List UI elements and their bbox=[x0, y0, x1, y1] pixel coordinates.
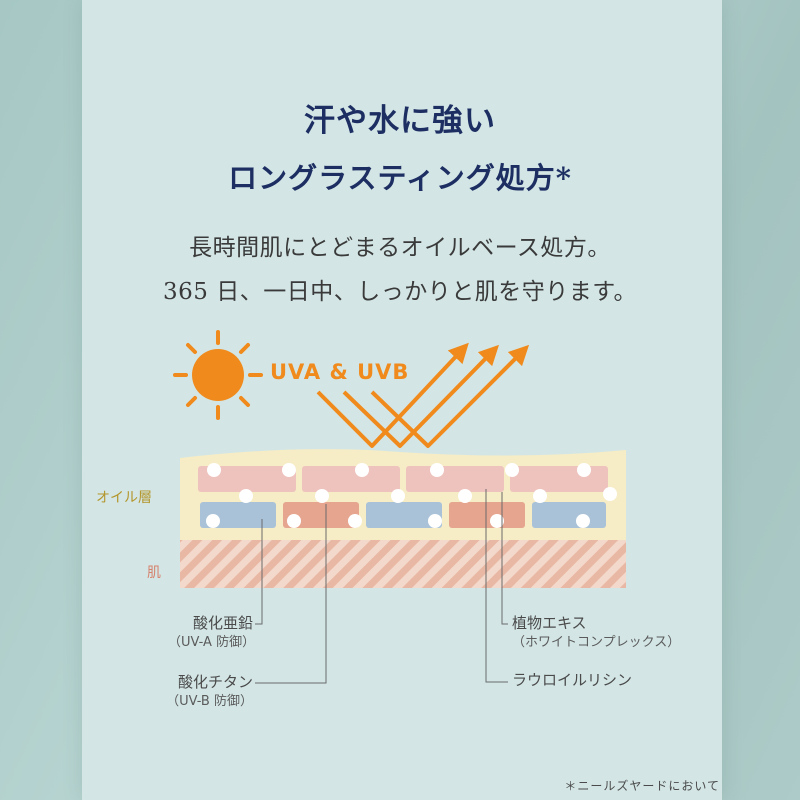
callout-zinc-oxide-name: 酸化亜鉛 bbox=[192, 614, 253, 632]
callout-lauroyl-lysine-name: ラウロイルリシン bbox=[512, 671, 633, 689]
callout-lauroyl-lysine: ラウロイルリシン bbox=[512, 670, 632, 690]
skin-layer bbox=[180, 540, 626, 588]
skin-layer-label: 肌 bbox=[147, 565, 161, 581]
callout-plant-extract-name: 植物エキス bbox=[512, 614, 587, 632]
lauroyl-lysine-dots bbox=[206, 463, 617, 528]
uv-label: UVA & UVB bbox=[270, 360, 410, 384]
callout-titanium-oxide-name: 酸化チタン bbox=[177, 673, 253, 691]
sun-icon bbox=[173, 330, 263, 420]
callout-plant-extract-note: （ホワイトコンプレックス） bbox=[512, 635, 681, 650]
oil-layer-label: オイル層 bbox=[96, 490, 152, 506]
callout-zinc-oxide-note: （UV-A 防御） bbox=[168, 635, 256, 650]
callout-zinc-oxide: 酸化亜鉛 （UV-A 防御） bbox=[168, 613, 256, 653]
oil-bottom-row bbox=[200, 502, 606, 528]
callout-lines bbox=[255, 489, 508, 684]
footnote: ＊ニールズヤードにおいて bbox=[564, 779, 720, 793]
callout-titanium-oxide-note: （UV-B 防御） bbox=[166, 694, 253, 709]
heading-line-1: 汗や水に強い bbox=[304, 103, 496, 139]
uv-arrow-icon bbox=[316, 342, 530, 448]
callout-plant-extract: 植物エキス （ホワイトコンプレックス） bbox=[512, 613, 680, 653]
info-panel bbox=[82, 0, 722, 800]
lead-line-2: 365 日、一日中、しっかりと肌を守ります。 bbox=[163, 279, 637, 305]
lead-line-1: 長時間肌にとどまるオイルベース処方。 bbox=[189, 235, 611, 261]
callout-titanium-oxide: 酸化チタン （UV-B 防御） bbox=[158, 672, 253, 712]
heading-line-2: ロングラスティング処方* bbox=[228, 161, 572, 195]
